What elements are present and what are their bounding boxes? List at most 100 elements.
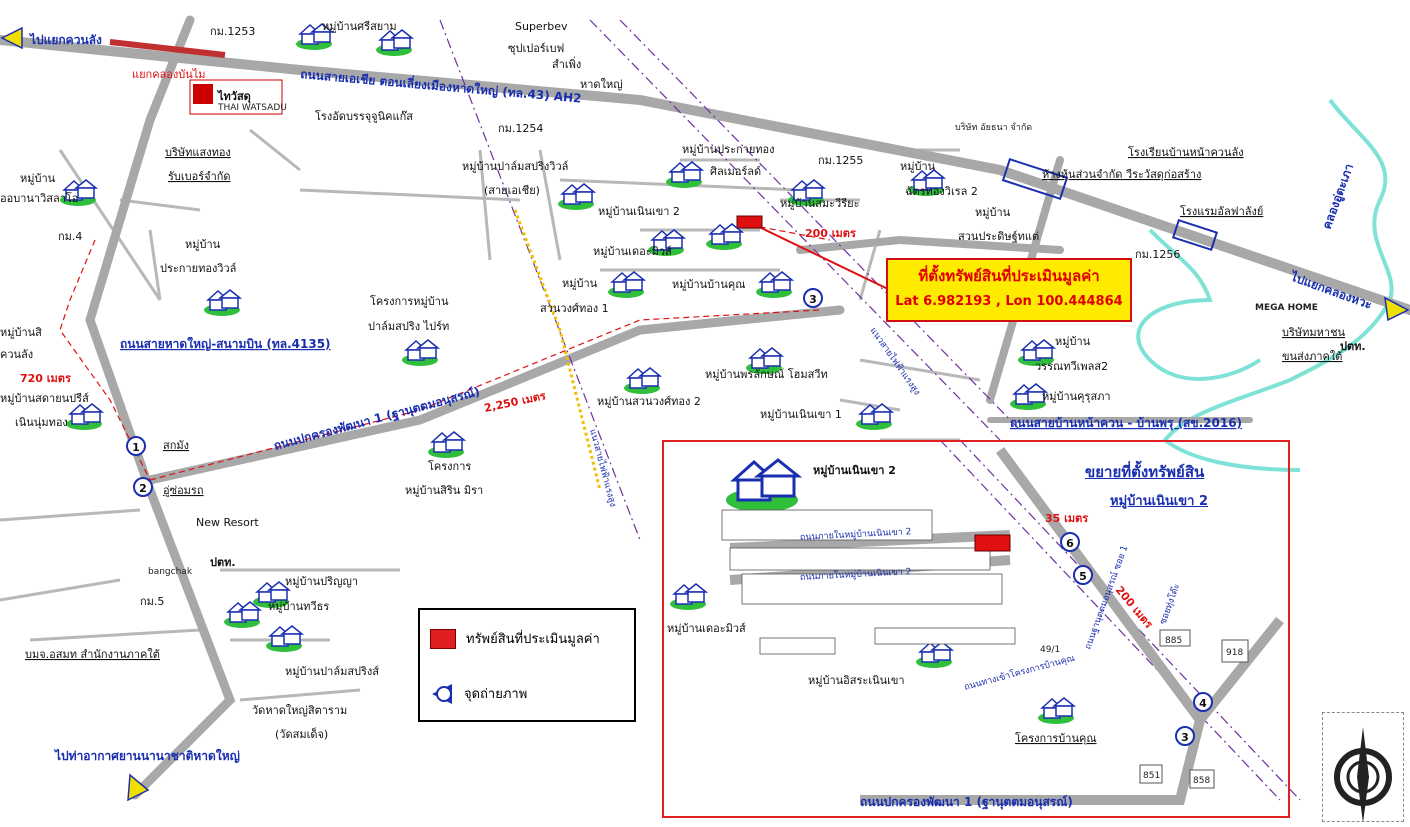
klong-label: คลองอู่ตะเภา	[1320, 162, 1358, 232]
kurusapa: หมู่บ้านคุรุสภา	[1042, 390, 1111, 403]
road-4135-label: ถนนสายหาดใหญ่-สนามบิน (ทล.4135)	[120, 336, 331, 351]
legend-asset-row: ทรัพย์สินที่ประเมินมูลค่า	[430, 628, 600, 649]
chatthong: ฉัตรทองวิเรล 2	[905, 185, 978, 198]
noen-khao2: หมู่บ้านเนินเขา 2	[598, 205, 680, 218]
village-house-icon	[1018, 339, 1057, 366]
village-house-icon	[428, 431, 467, 458]
suanwong: หมู่บ้าน	[562, 277, 598, 290]
superbev: Superbev	[515, 20, 568, 33]
thawi: หมู่บ้านทวีธร	[268, 600, 329, 613]
hatyai: หาดใหญ่	[580, 78, 623, 91]
village-house-icon	[706, 223, 745, 250]
suanwong-2: หมู่บ้านสวนวงศ์ทอง 2	[597, 395, 701, 408]
village-house-icon	[266, 625, 305, 652]
photo-points-main: 1 2 3	[126, 288, 823, 497]
svg-text:2: 2	[139, 482, 147, 495]
sarin: โครงการ	[428, 459, 471, 473]
new-resort: New Resort	[196, 516, 259, 529]
callout-coords: Lat 6.982193 , Lon 100.444864	[895, 294, 1123, 309]
prakai: หมู่บ้าน	[185, 238, 221, 251]
km4: กม.4	[58, 230, 82, 243]
km1254: กม.1254	[498, 122, 543, 135]
bangchak: bangchak	[148, 567, 193, 577]
wat: วัดหาดใหญ่สิตาราม	[252, 704, 347, 717]
ptt: ปตท.	[1340, 340, 1366, 353]
village-icons	[60, 23, 1077, 724]
sammawiriya: หมู่บ้านสมะวีรียะ	[780, 197, 860, 210]
village-house-icon	[648, 229, 687, 256]
village-house-icon	[66, 403, 105, 430]
village-house-icon	[856, 403, 895, 430]
svg-text:4: 4	[1199, 697, 1207, 710]
suan: หมู่บ้าน	[975, 206, 1011, 219]
powerline-label-2: แนวสายไฟฟ้าแรงสูง	[587, 428, 618, 508]
wat2: (วัดสมเด็จ)	[275, 727, 328, 741]
school: โรงเรียนบ้านหน้าควนลัง	[1128, 145, 1244, 159]
road-ah2-label: ถนนสายเอเชีย ตอนเลี่ยงเมืองหาดใหญ่ (ทล.4…	[300, 65, 582, 106]
place-labels: กม.1253 กม.1254 กม.1255 กม.1256 กม.4 กม.…	[0, 20, 1366, 741]
svg-text:6: 6	[1066, 537, 1074, 550]
banku: หมู่บ้านบ้านคุณ	[672, 278, 745, 291]
village-house-icon	[624, 367, 663, 394]
dist-200: 200 เมตร	[805, 227, 856, 240]
track	[513, 209, 602, 491]
village-house-icon	[670, 583, 709, 610]
svg-text:หมู่บ้านอิสระเนินเขา: หมู่บ้านอิสระเนินเขา	[808, 674, 905, 687]
legend-photo-label: จุดถ่ายภาพ	[464, 686, 528, 702]
inset-title: ขยายที่ตั้งทรัพย์สิน	[1085, 463, 1205, 481]
road-sk2016-label: ถนนสายบ้านหน้าควน - บ้านพรุ (สข.2016)	[1010, 416, 1242, 431]
sarin2: หมู่บ้านสิริน มิรา	[405, 484, 483, 497]
river	[1162, 98, 1394, 472]
svg-text:1: 1	[132, 441, 140, 454]
village-house-icon	[224, 601, 263, 628]
palm-sp2: (สายเอเชีย)	[484, 184, 540, 197]
ptt2: ปตท.	[210, 556, 236, 569]
inset-frame	[662, 440, 1290, 818]
svg-text:หมู่บ้านเนินเขา 2: หมู่บ้านเนินเขา 2	[813, 464, 896, 478]
village-house-icon	[376, 29, 415, 56]
company: บริษัท อัยธนา จำกัด	[955, 122, 1032, 133]
km1256: กม.1256	[1135, 248, 1180, 261]
the-muse: หมู่บ้านเดอะมิวส์	[593, 245, 672, 258]
mega: MEGA HOME	[1255, 303, 1318, 313]
prakai2: ประกายทองวิวล์	[160, 262, 236, 275]
village-house-icon	[666, 161, 705, 188]
sak2: เนินนุ่มทอง	[15, 416, 68, 429]
wanna: หมู่บ้าน	[1055, 335, 1091, 348]
legend-asset-label: ทรัพย์สินที่ประเมินมูลค่า	[466, 632, 600, 647]
svg-text:3: 3	[809, 293, 817, 306]
svg-text:โครงการบ้านคุณ: โครงการบ้านคุณ	[1015, 731, 1097, 745]
village-house-icon	[204, 289, 243, 316]
river-branch	[1136, 228, 1262, 381]
kanyak: แยกคลองบันไม	[132, 68, 206, 81]
callout-pointer	[754, 224, 891, 291]
village-house-icon	[726, 458, 803, 512]
svg-text:35 เมตร: 35 เมตร	[1045, 512, 1088, 525]
north-arrow	[1322, 712, 1404, 823]
palm-project: โครงการหมู่บ้าน	[370, 294, 449, 308]
to-airport-label: ไปท่าอากาศยานนานาชาติหาดใหญ่	[53, 748, 240, 763]
to-kuanlang-label: ไปแยกควนลัง	[28, 32, 102, 47]
km1253: กม.1253	[210, 25, 255, 38]
sakwang: สกมัง	[163, 439, 189, 452]
compass-icon	[1334, 727, 1392, 823]
village-house-icon	[756, 271, 795, 298]
saengthong: บริษัทแสงทอง	[165, 146, 231, 159]
samphueng: สำเพิ่ง	[552, 56, 581, 71]
inset-subtitle: หมู่บ้านเนินเขา 2	[1110, 494, 1208, 509]
suanwong2: สวนวงศ์ทอง 1	[540, 302, 609, 315]
prakai-thong: หมู่บ้านประกายทอง	[682, 143, 775, 156]
overpass-1	[1001, 158, 1069, 200]
hotel: โรงแรมอัลฟาลังย์	[1180, 204, 1263, 218]
village-house-icon	[402, 339, 441, 366]
km5: กม.5	[140, 595, 164, 608]
village-house-icon	[1010, 383, 1049, 410]
asset-callout: ที่ตั้งทรัพย์สินที่ประเมินมูลค่า Lat 6.9…	[886, 258, 1132, 322]
amrold: ศิลเมอร์ลด์	[710, 165, 761, 178]
prinya: หมู่บ้านปริญญา	[285, 575, 358, 588]
legend: ทรัพย์สินที่ประเมินมูลค่า จุดถ่ายภาพ	[418, 608, 636, 722]
village-house-icon	[746, 347, 785, 374]
suan2: สวนประดิษฐ์ทแต่	[958, 230, 1039, 243]
palm-sp: หมู่บ้านปาล์มสปริงวิวล์	[462, 160, 568, 173]
route-dashed	[59, 224, 831, 481]
